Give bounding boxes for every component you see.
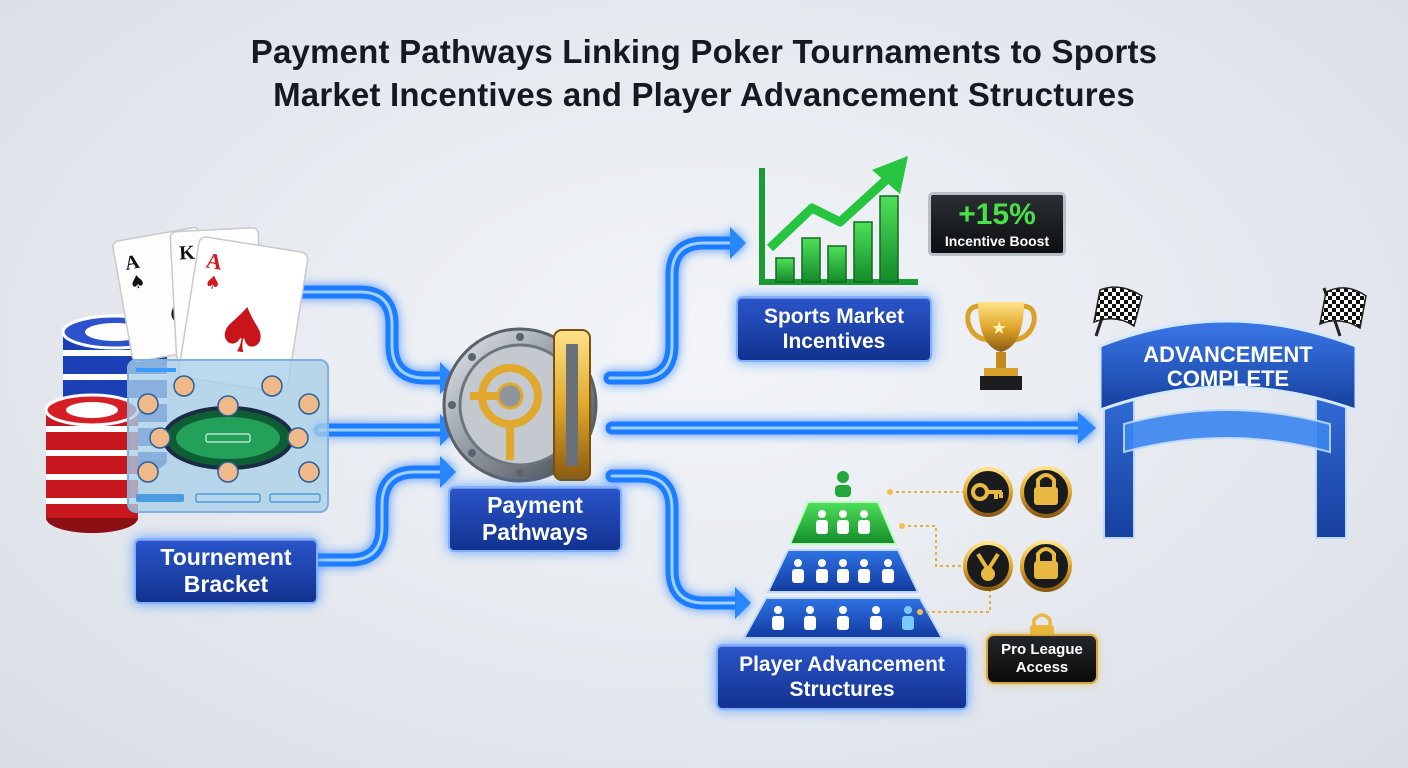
- trophy-icon: ★: [965, 302, 1037, 390]
- sports-label-line-2: Incentives: [782, 330, 886, 353]
- pyramid-icon: [742, 471, 944, 639]
- spade-icon-red: ♠: [210, 290, 276, 371]
- poker-chips-icon: [44, 314, 169, 533]
- card-2-rank: K: [179, 242, 196, 265]
- tournament-label-line-1: Tournement: [160, 544, 292, 570]
- checkered-flag-icon: [1093, 286, 1143, 337]
- medal-icon: [963, 541, 1013, 591]
- playing-cards-icon: A ♠ ♠ K ♥ A ♠ ♠: [112, 226, 309, 394]
- card-3-suit: ♠: [203, 271, 222, 294]
- arch-line-1: ADVANCEMENT: [1143, 342, 1313, 367]
- title-line-2: Market Incentives and Player Advancement…: [273, 76, 1135, 113]
- finish-arch: ADVANCEMENT COMPLETE: [1093, 286, 1367, 539]
- pro-badge-line-1: Pro League: [1001, 641, 1083, 658]
- payment-pathways-label: Payment Pathways: [448, 486, 622, 552]
- pro-badge-line-2: Access: [1015, 659, 1069, 676]
- incentive-boost-badge: +15% Incentive Boost: [928, 192, 1066, 256]
- badge-connectors: [890, 491, 991, 613]
- pyramid-top-person-icon: [835, 471, 851, 497]
- sports-market-label: Sports Market Incentives: [736, 296, 932, 362]
- title-line-1: Payment Pathways Linking Poker Tournamen…: [250, 33, 1158, 70]
- card-1-rank: A: [123, 251, 142, 275]
- flow-arrows: [293, 227, 1096, 619]
- player-label-line-2: Structures: [789, 678, 895, 701]
- card-3-rank: A: [204, 247, 224, 274]
- lock-icon-2: [1020, 540, 1072, 592]
- player-label-line-1: Player Advancement: [739, 653, 945, 676]
- pro-league-badge: Pro League Access: [986, 634, 1098, 684]
- arrowhead-4: [730, 227, 746, 259]
- vault-icon: [442, 327, 598, 483]
- tournament-table-icon: [127, 359, 329, 513]
- connector-dots: [887, 489, 923, 615]
- tournament-label-line-2: Bracket: [183, 571, 269, 597]
- card-1-suit: ♠: [128, 271, 148, 294]
- payment-label-line-1: Payment: [487, 492, 583, 518]
- tournament-bracket-label: Tournement Bracket: [134, 538, 318, 604]
- incentive-value: +15%: [958, 198, 1036, 231]
- incentive-caption: Incentive Boost: [944, 233, 1050, 249]
- trophy-star-icon: ★: [991, 318, 1007, 339]
- arch-line-2: COMPLETE: [1167, 366, 1289, 391]
- page-title: Payment Pathways Linking Poker Tournamen…: [0, 30, 1408, 116]
- lock-icon: [1020, 466, 1072, 518]
- sports-label-line-1: Sports Market: [763, 305, 905, 328]
- player-advancement-label: Player Advancement Structures: [716, 644, 968, 710]
- checkered-flag-icon-2: [1319, 287, 1367, 337]
- arrowhead-3: [440, 456, 456, 488]
- growth-chart-icon: [759, 156, 918, 285]
- arrowhead-5: [1078, 412, 1096, 444]
- payment-label-line-2: Pathways: [481, 519, 589, 545]
- arrowhead-6: [735, 587, 751, 619]
- key-icon: [963, 467, 1013, 517]
